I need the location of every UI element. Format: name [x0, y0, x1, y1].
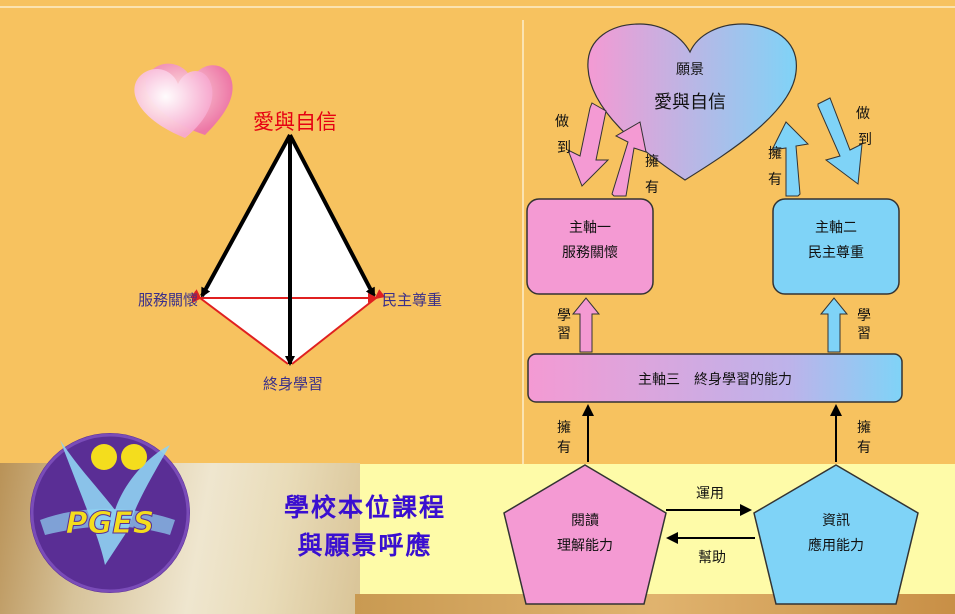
info-pentagon [753, 464, 919, 605]
axis1-label-1: 主軸一 [569, 220, 611, 236]
label-right-have-2: 有 [768, 172, 782, 188]
axis1-label-2: 服務關懷 [562, 245, 618, 261]
reading-label-1: 閱讀 [571, 513, 599, 529]
arrow-left-have [611, 121, 647, 197]
arrow-right-have [771, 121, 810, 197]
arrow-right-do [817, 97, 863, 185]
axis3-label: 主軸三 終身學習的能力 [638, 372, 792, 388]
slogan-line-2: 與願景呼應 [297, 531, 433, 560]
vision-subtitle: 愛與自信 [654, 92, 726, 113]
learn-right-2: 習 [857, 326, 871, 342]
top-divider [0, 6, 955, 8]
pyramid-bottom-label: 終身學習 [263, 375, 323, 393]
arrow-left-do [567, 102, 610, 187]
label-right-have-1: 擁 [768, 146, 782, 162]
label-left-have-2: 有 [645, 180, 659, 196]
hearts-decoration [134, 63, 233, 138]
help-label: 幫助 [698, 550, 726, 566]
pyramid-diagram [190, 134, 386, 366]
slogan-line-1: 學校本位課程 [283, 493, 446, 522]
info-label-1: 資訊 [822, 513, 850, 529]
have-left-2: 有 [557, 440, 571, 456]
reading-label-2: 理解能力 [557, 538, 613, 554]
label-right-do-1: 做 [856, 106, 870, 122]
center-divider [522, 20, 524, 614]
learn-arrow-left [571, 297, 601, 353]
label-left-do-2: 到 [557, 140, 571, 156]
learn-right-1: 學 [857, 308, 871, 324]
axis1-box [526, 198, 654, 295]
have-right-2: 有 [857, 440, 871, 456]
logo-text: PGES [66, 506, 155, 541]
have-right-1: 擁 [857, 420, 871, 436]
axis3-bar [527, 353, 903, 403]
axis2-label-1: 主軸二 [815, 220, 857, 236]
axis2-label-2: 民主尊重 [808, 244, 864, 261]
label-left-do-1: 做 [555, 114, 569, 130]
learn-arrow-right [819, 297, 849, 353]
pges-logo: PGES [30, 433, 190, 593]
learn-left-1: 學 [557, 308, 571, 324]
reading-pentagon [503, 464, 667, 605]
apply-label: 運用 [696, 486, 724, 502]
have-left-1: 擁 [557, 420, 571, 436]
info-label-2: 應用能力 [808, 537, 864, 554]
vision-title: 願景 [676, 62, 704, 78]
pyramid-left-label: 服務關懷 [138, 291, 198, 309]
pyramid-right-label: 民主尊重 [382, 291, 442, 309]
pyramid-top-label: 愛與自信 [253, 110, 337, 134]
learn-left-2: 習 [557, 326, 571, 342]
label-left-have-1: 擁 [645, 154, 659, 170]
axis2-box [772, 198, 900, 295]
label-right-do-2: 到 [858, 132, 872, 148]
